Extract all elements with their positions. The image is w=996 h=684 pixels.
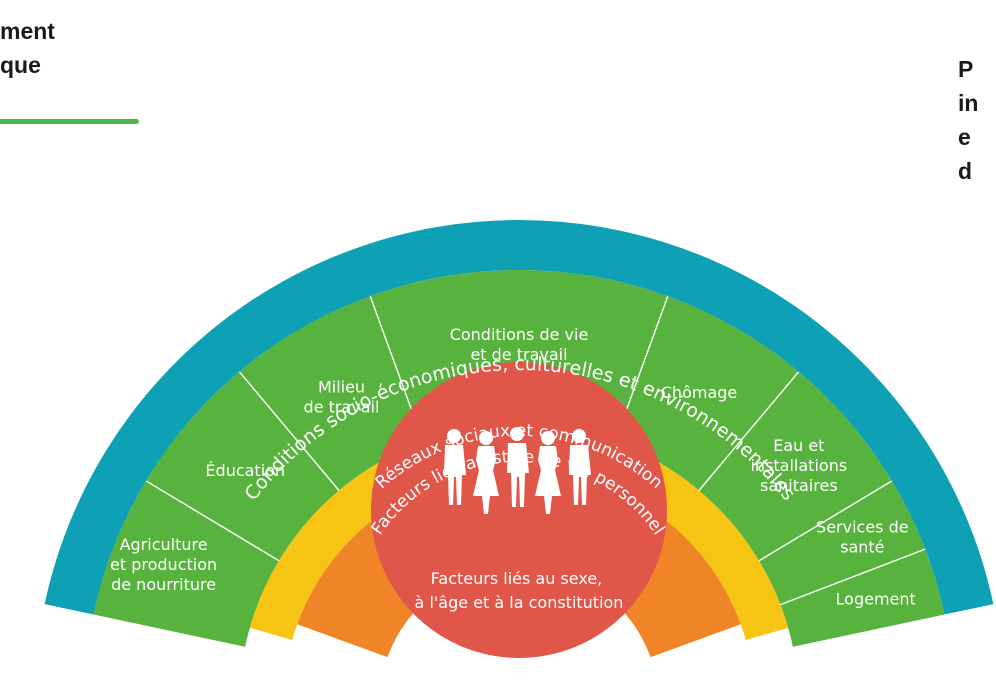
green-underline — [0, 119, 139, 124]
right-text-line: P — [958, 56, 974, 82]
segment-fill — [239, 296, 424, 491]
segment-label: Éducation — [205, 461, 285, 480]
right-text-line: in — [958, 90, 979, 116]
segment-divider — [698, 371, 800, 491]
segment-label: Chômage — [661, 383, 738, 402]
segment-fill — [93, 480, 279, 647]
segment-fill — [698, 371, 892, 561]
segment-divider — [238, 371, 340, 491]
right-side-text: P in e d — [958, 52, 978, 188]
center-label: Facteurs liés au sexe, à l'âge et à la c… — [415, 569, 624, 612]
segment-fill — [614, 296, 799, 491]
people-silhouettes-icon — [444, 427, 591, 514]
segment-divider — [145, 480, 280, 562]
outer-ring — [44, 219, 994, 615]
segment-divider — [758, 480, 893, 562]
center-disc — [371, 362, 667, 658]
right-text-line: d — [958, 158, 973, 184]
segment-fill — [146, 371, 340, 561]
segment-fill — [759, 480, 926, 605]
segment-fill — [780, 549, 945, 647]
right-text-line: e — [958, 124, 971, 150]
segment-divider — [780, 548, 926, 606]
left-text-line: que — [0, 52, 41, 78]
segment-label: Logement — [836, 589, 916, 608]
left-side-text: ment que — [0, 14, 55, 82]
left-text-line: ment — [0, 18, 55, 44]
